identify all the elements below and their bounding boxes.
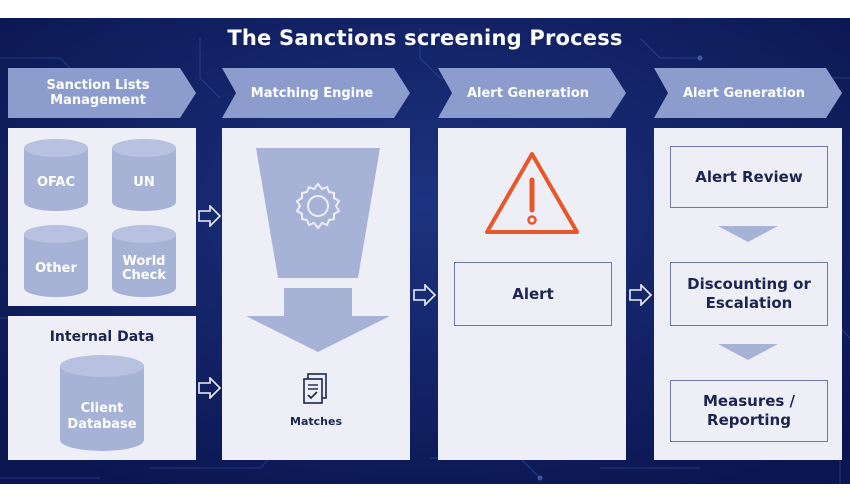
database-cylinder-client: Client Database [58, 354, 146, 454]
step-chevron-alert-generation-2: Alert Generation [654, 68, 842, 118]
cylinder-label: Other [35, 261, 77, 276]
document-check-icon [303, 373, 327, 404]
cylinder-label: Client Database [67, 401, 137, 432]
step-label: Alert Generation [466, 85, 590, 101]
matching-engine-panel: Matches [222, 128, 410, 460]
step-label: Matching Engine [250, 85, 374, 101]
review-step-measures: Measures / Reporting [670, 380, 828, 442]
down-arrow-icon [718, 226, 778, 242]
review-step-discounting: Discounting or Escalation [670, 262, 828, 326]
review-step-alert-review: Alert Review [670, 146, 828, 208]
step-chevron-alert-generation: Alert Generation [438, 68, 626, 118]
down-arrow-icon [718, 344, 778, 360]
step-label: Sanction Lists Management [46, 78, 150, 108]
step-label: Alert Generation [682, 85, 806, 101]
database-cylinder-world-check: World Check [110, 224, 178, 298]
step-chevron-matching-engine: Matching Engine [222, 68, 410, 118]
flow-arrow-icon [413, 284, 437, 306]
database-cylinder-un: UN [110, 138, 178, 212]
database-cylinder-other: Other [22, 224, 90, 298]
alert-review-panel: Alert Review Discounting or Escalation M… [654, 128, 842, 460]
alert-generation-panel: Alert [438, 128, 626, 460]
flow-arrow-icon [629, 284, 653, 306]
cylinder-label: OFAC [36, 175, 76, 190]
internal-data-heading: Internal Data [49, 329, 155, 345]
cylinder-label: UN [133, 175, 155, 190]
funnel-icon [246, 148, 390, 352]
internal-data-panel: Internal Data Client Database [8, 316, 196, 460]
alert-box: Alert [454, 262, 612, 326]
flow-arrow-icon [198, 205, 222, 227]
matches-label: Matches [290, 415, 342, 428]
sanction-lists-panel: OFAC UN Other World Check [8, 128, 196, 306]
step-chevron-sanction-lists: Sanction Lists Management [8, 68, 196, 118]
database-cylinder-ofac: OFAC [22, 138, 90, 212]
diagram-title: The Sanctions screening Process [227, 26, 623, 50]
flow-arrow-icon [198, 377, 222, 399]
cylinder-label: World Check [122, 254, 166, 283]
warning-icon [485, 152, 579, 234]
